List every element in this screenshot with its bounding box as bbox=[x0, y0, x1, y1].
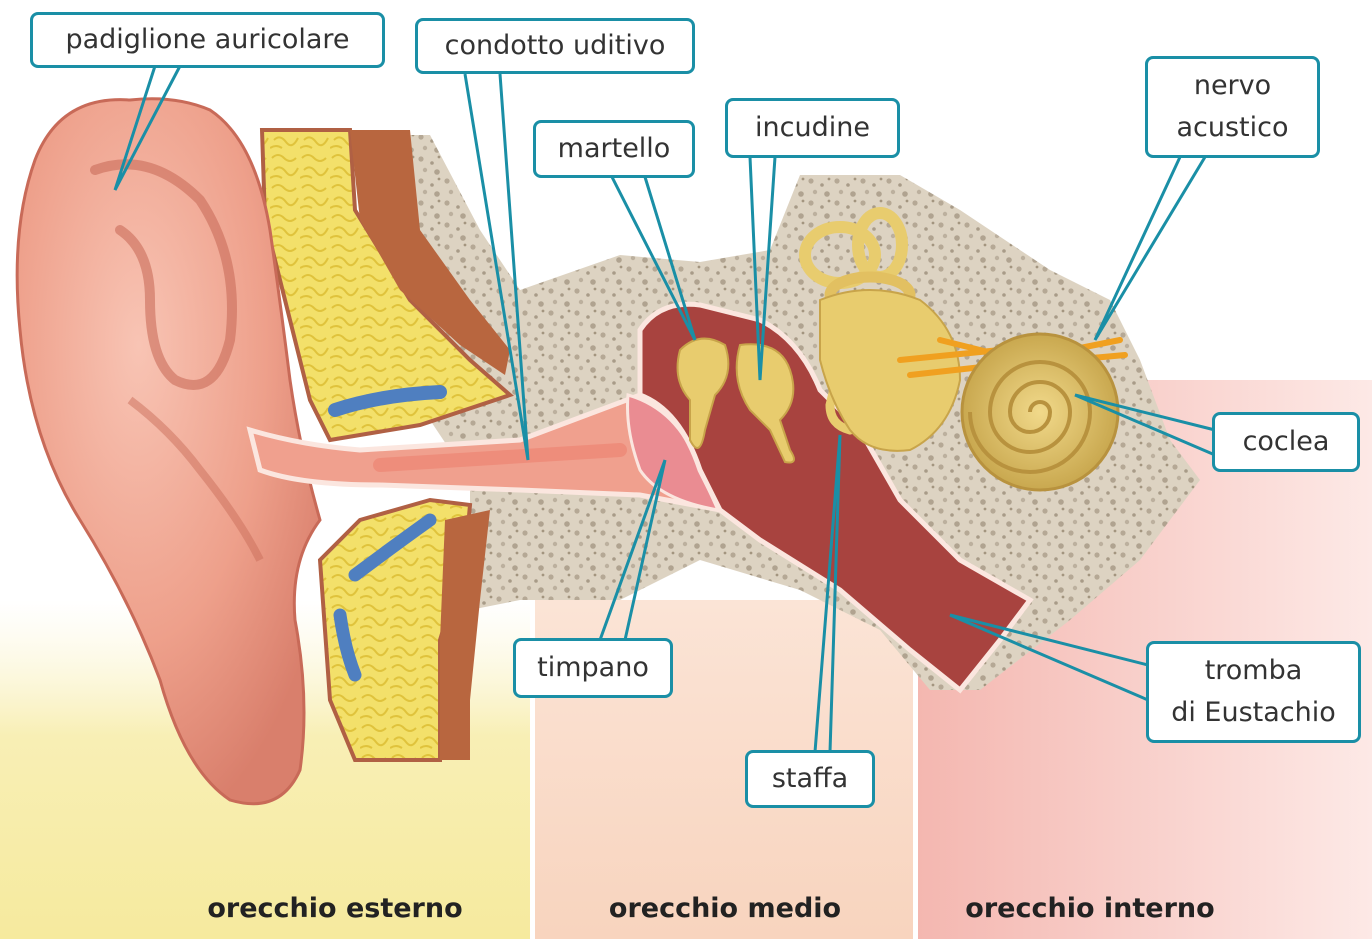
label-martello: martello bbox=[533, 120, 695, 178]
label-padiglione-auricolare: padiglione auricolare bbox=[30, 12, 385, 68]
label-tromba-line1: tromba bbox=[1205, 650, 1303, 692]
label-coclea: coclea bbox=[1212, 412, 1360, 472]
label-nervo-acustico: nervo acustico bbox=[1145, 56, 1320, 158]
cochlea bbox=[962, 334, 1118, 490]
label-timpano: timpano bbox=[513, 638, 673, 698]
label-nervo-line1: nervo bbox=[1194, 65, 1271, 107]
region-title-medio: orecchio medio bbox=[580, 893, 870, 924]
label-staffa: staffa bbox=[745, 750, 875, 808]
label-tromba-line2: di Eustachio bbox=[1171, 692, 1336, 734]
region-title-interno: orecchio interno bbox=[935, 893, 1245, 924]
label-incudine: incudine bbox=[725, 98, 900, 158]
label-nervo-line2: acustico bbox=[1176, 107, 1288, 149]
label-tromba-di-eustachio: tromba di Eustachio bbox=[1146, 641, 1361, 743]
leader-nervo bbox=[1095, 157, 1205, 340]
label-condotto-uditivo: condotto uditivo bbox=[415, 18, 695, 74]
region-title-esterno: orecchio esterno bbox=[180, 893, 490, 924]
